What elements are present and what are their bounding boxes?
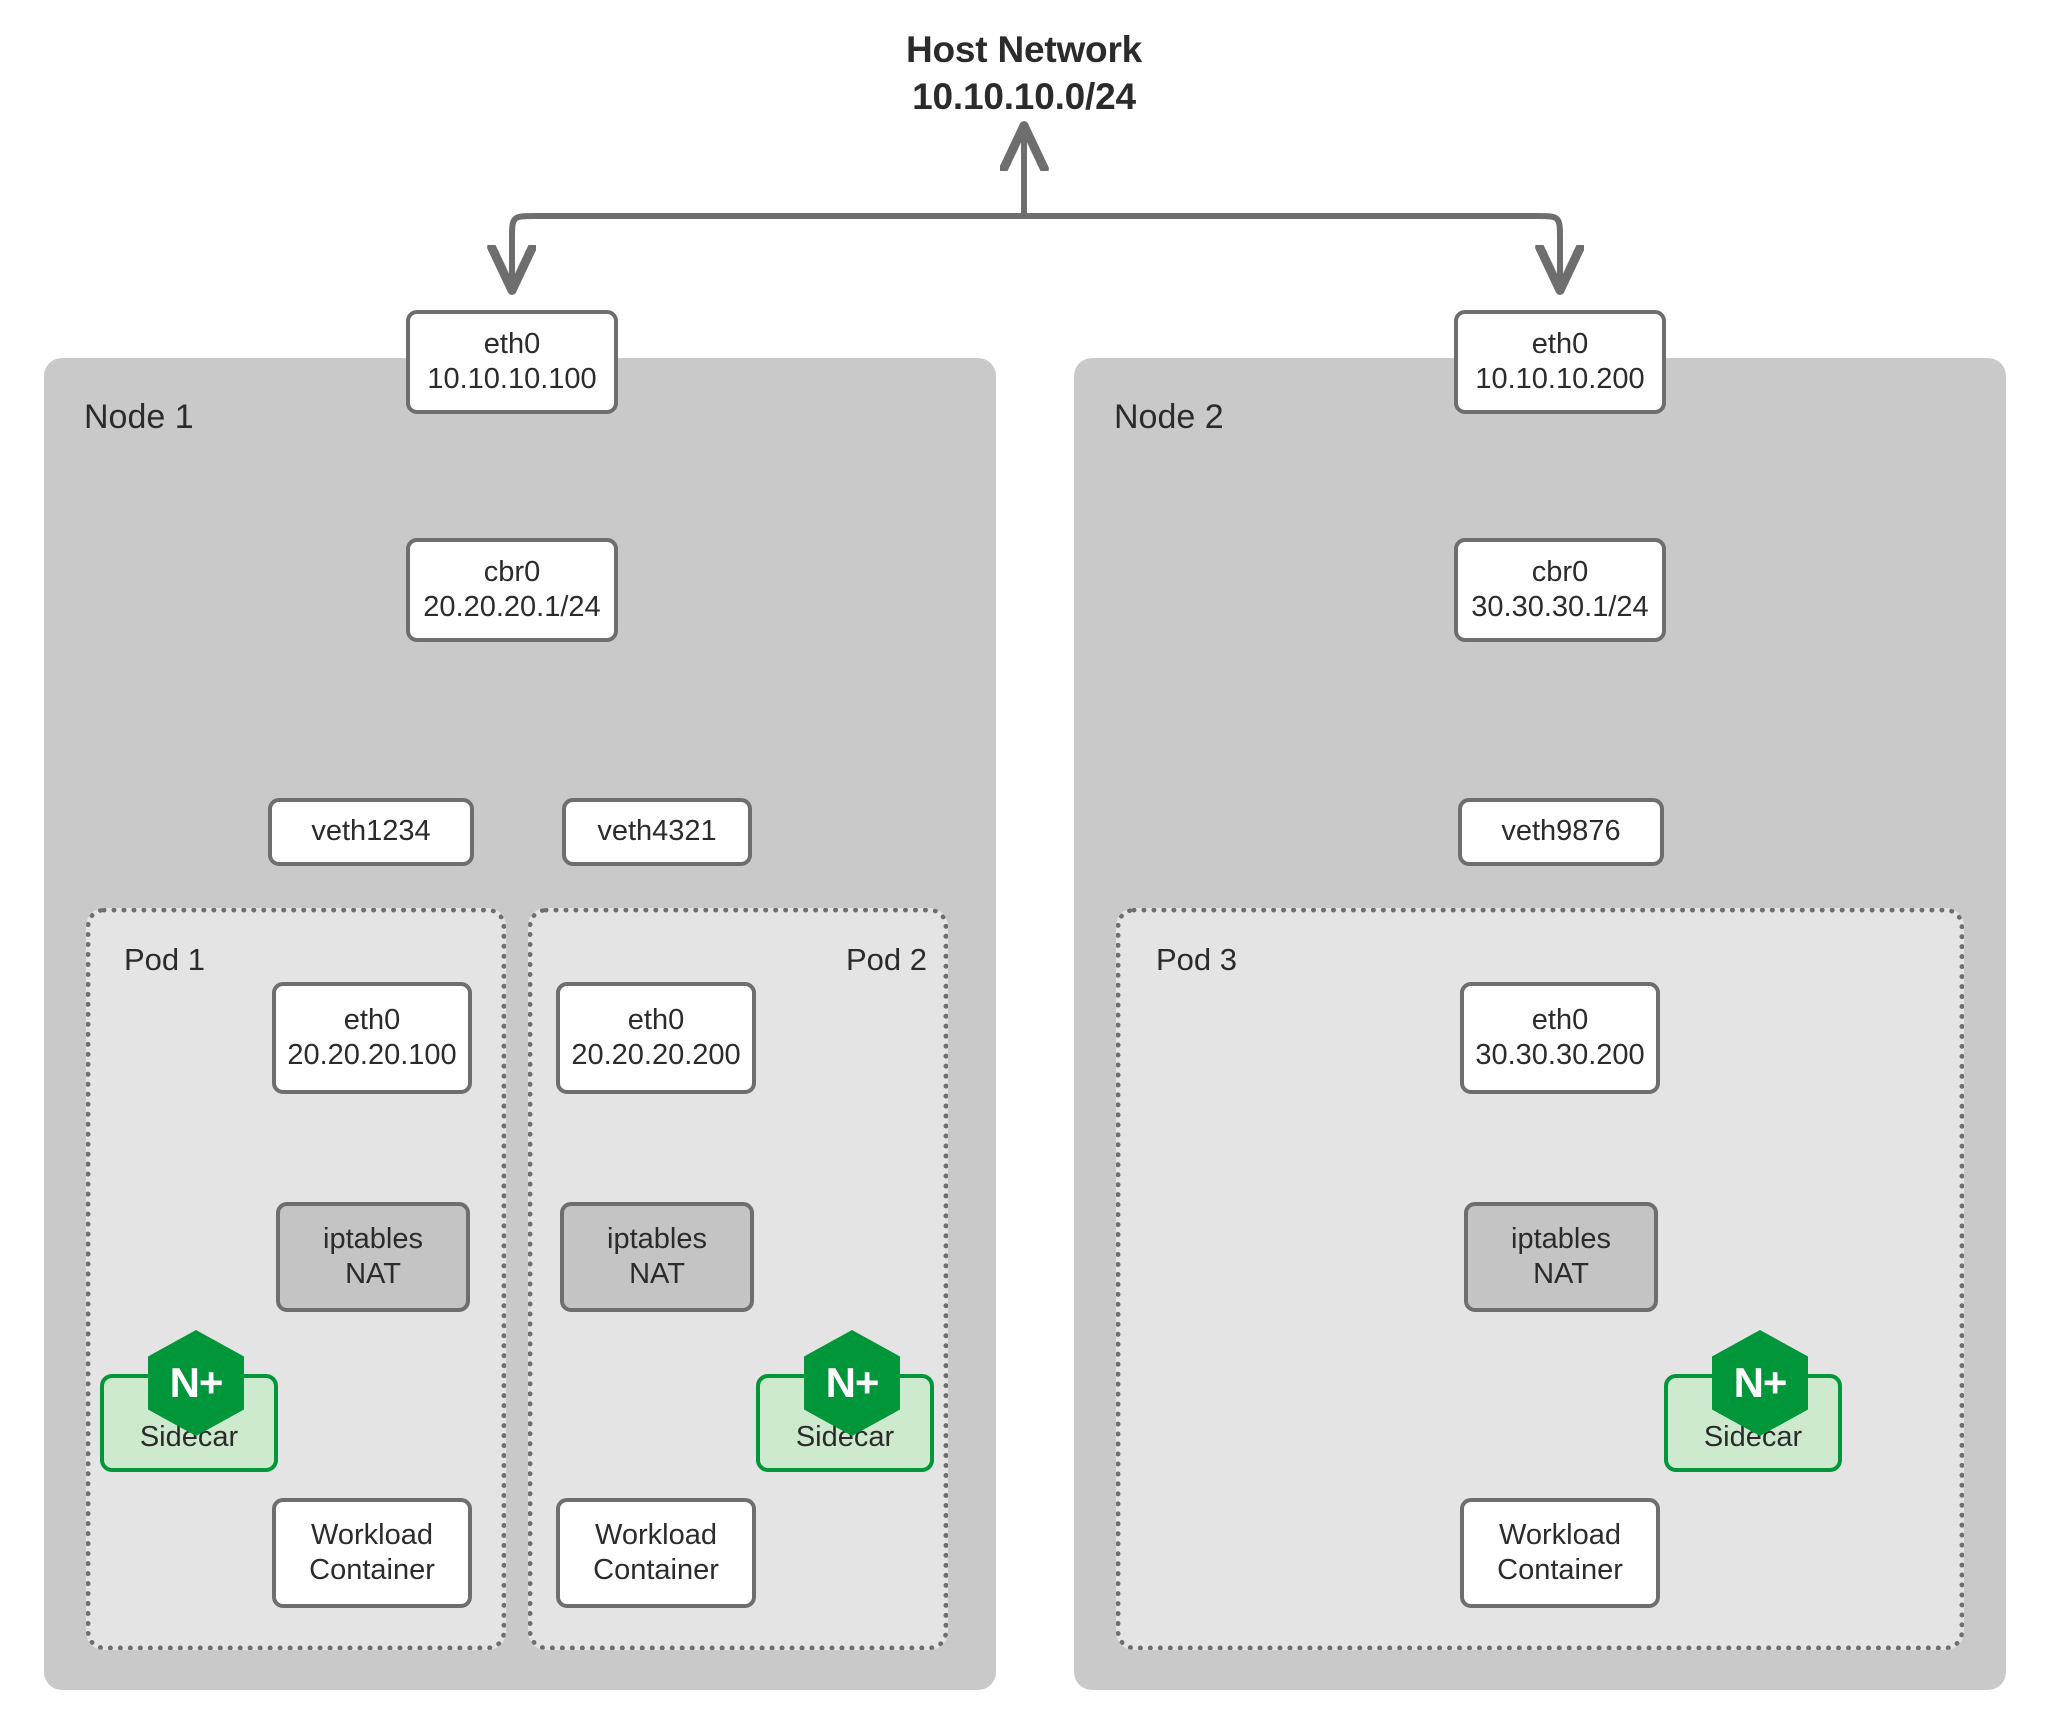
pod-3-nginx-plus-badge-text: N+ xyxy=(1733,1359,1788,1406)
pod-1-workload-line-2: Container xyxy=(309,1554,435,1586)
pod-3-iptables-box: iptables NAT xyxy=(1464,1202,1658,1312)
host-network-name: Host Network xyxy=(905,29,1143,70)
pod-1-nginx-plus-badge-text: N+ xyxy=(169,1359,224,1406)
pod-3-eth-box: eth0 30.30.30.200 xyxy=(1460,982,1660,1094)
node-2-bridge-box: cbr0 30.30.30.1/24 xyxy=(1454,538,1666,642)
pod-2-iptables-box: iptables NAT xyxy=(560,1202,754,1312)
node-1-bridge-box: cbr0 20.20.20.1/24 xyxy=(406,538,618,642)
node-1-host-nic-name: eth0 xyxy=(483,327,541,360)
pod-3-workload-line-2: Container xyxy=(1497,1554,1623,1586)
veth-9876-label: veth9876 xyxy=(1501,815,1621,848)
node-2-host-nic-name: eth0 xyxy=(1531,327,1589,360)
veth-4321-box: veth4321 xyxy=(562,798,752,866)
pod-1-iptables-line-2: NAT xyxy=(345,1258,401,1290)
pod-3-iptables-line-1: iptables xyxy=(1511,1222,1611,1255)
pod-2-nginx-plus-badge-text: N+ xyxy=(825,1359,880,1406)
pod-2-workload-box: Workload Container xyxy=(556,1498,756,1608)
node-2-label: Node 2 xyxy=(1114,398,1224,436)
node-2-bridge-address: 30.30.30.1/24 xyxy=(1471,591,1649,623)
veth-4321-label: veth4321 xyxy=(597,815,717,848)
pod-2-label: Pod 2 xyxy=(846,942,928,977)
pod-1-label: Pod 1 xyxy=(124,942,206,977)
pod-3-eth-address: 30.30.30.200 xyxy=(1475,1039,1645,1071)
node-1-host-nic-address: 10.10.10.100 xyxy=(427,363,597,395)
pod-2-workload-line-2: Container xyxy=(593,1554,719,1586)
veth-1234-label: veth1234 xyxy=(311,815,431,848)
pod-1-workload-box: Workload Container xyxy=(272,1498,472,1608)
pod-3-label: Pod 3 xyxy=(1156,942,1238,977)
host-network-cidr: 10.10.10.0/24 xyxy=(912,76,1136,118)
host-network-title: Host Network 10.10.10.0/24 xyxy=(0,26,2048,121)
pod-2-iptables-line-1: iptables xyxy=(607,1222,707,1255)
pod-1-iptables-line-1: iptables xyxy=(323,1222,423,1255)
pod-1-eth-address: 20.20.20.100 xyxy=(287,1039,457,1071)
node-1-label: Node 1 xyxy=(84,398,194,436)
veth-9876-box: veth9876 xyxy=(1458,798,1664,866)
node-1-bridge-name: cbr0 xyxy=(483,555,541,588)
pod-3-workload-line-1: Workload xyxy=(1499,1518,1621,1551)
pod-1-iptables-box: iptables NAT xyxy=(276,1202,470,1312)
pod-2-eth-box: eth0 20.20.20.200 xyxy=(556,982,756,1094)
veth-1234-box: veth1234 xyxy=(268,798,474,866)
pod-3-workload-box: Workload Container xyxy=(1460,1498,1660,1608)
node-2-host-nic-box: eth0 10.10.10.200 xyxy=(1454,310,1666,414)
pod-2-iptables-line-2: NAT xyxy=(629,1258,685,1290)
pod-1-eth-box: eth0 20.20.20.100 xyxy=(272,982,472,1094)
node-2-host-nic-address: 10.10.10.200 xyxy=(1475,363,1645,395)
pod-2-eth-address: 20.20.20.200 xyxy=(571,1039,741,1071)
node-1-host-nic-box: eth0 10.10.10.100 xyxy=(406,310,618,414)
pod-3-eth-name: eth0 xyxy=(1531,1003,1589,1036)
pod-3-iptables-line-2: NAT xyxy=(1533,1258,1589,1290)
pod-2-eth-name: eth0 xyxy=(627,1003,685,1036)
pod-1-workload-line-1: Workload xyxy=(311,1518,433,1551)
node-1-bridge-address: 20.20.20.1/24 xyxy=(423,591,601,623)
node-2-bridge-name: cbr0 xyxy=(1531,555,1589,588)
pod-1-eth-name: eth0 xyxy=(343,1003,401,1036)
pod-2-workload-line-1: Workload xyxy=(595,1518,717,1551)
